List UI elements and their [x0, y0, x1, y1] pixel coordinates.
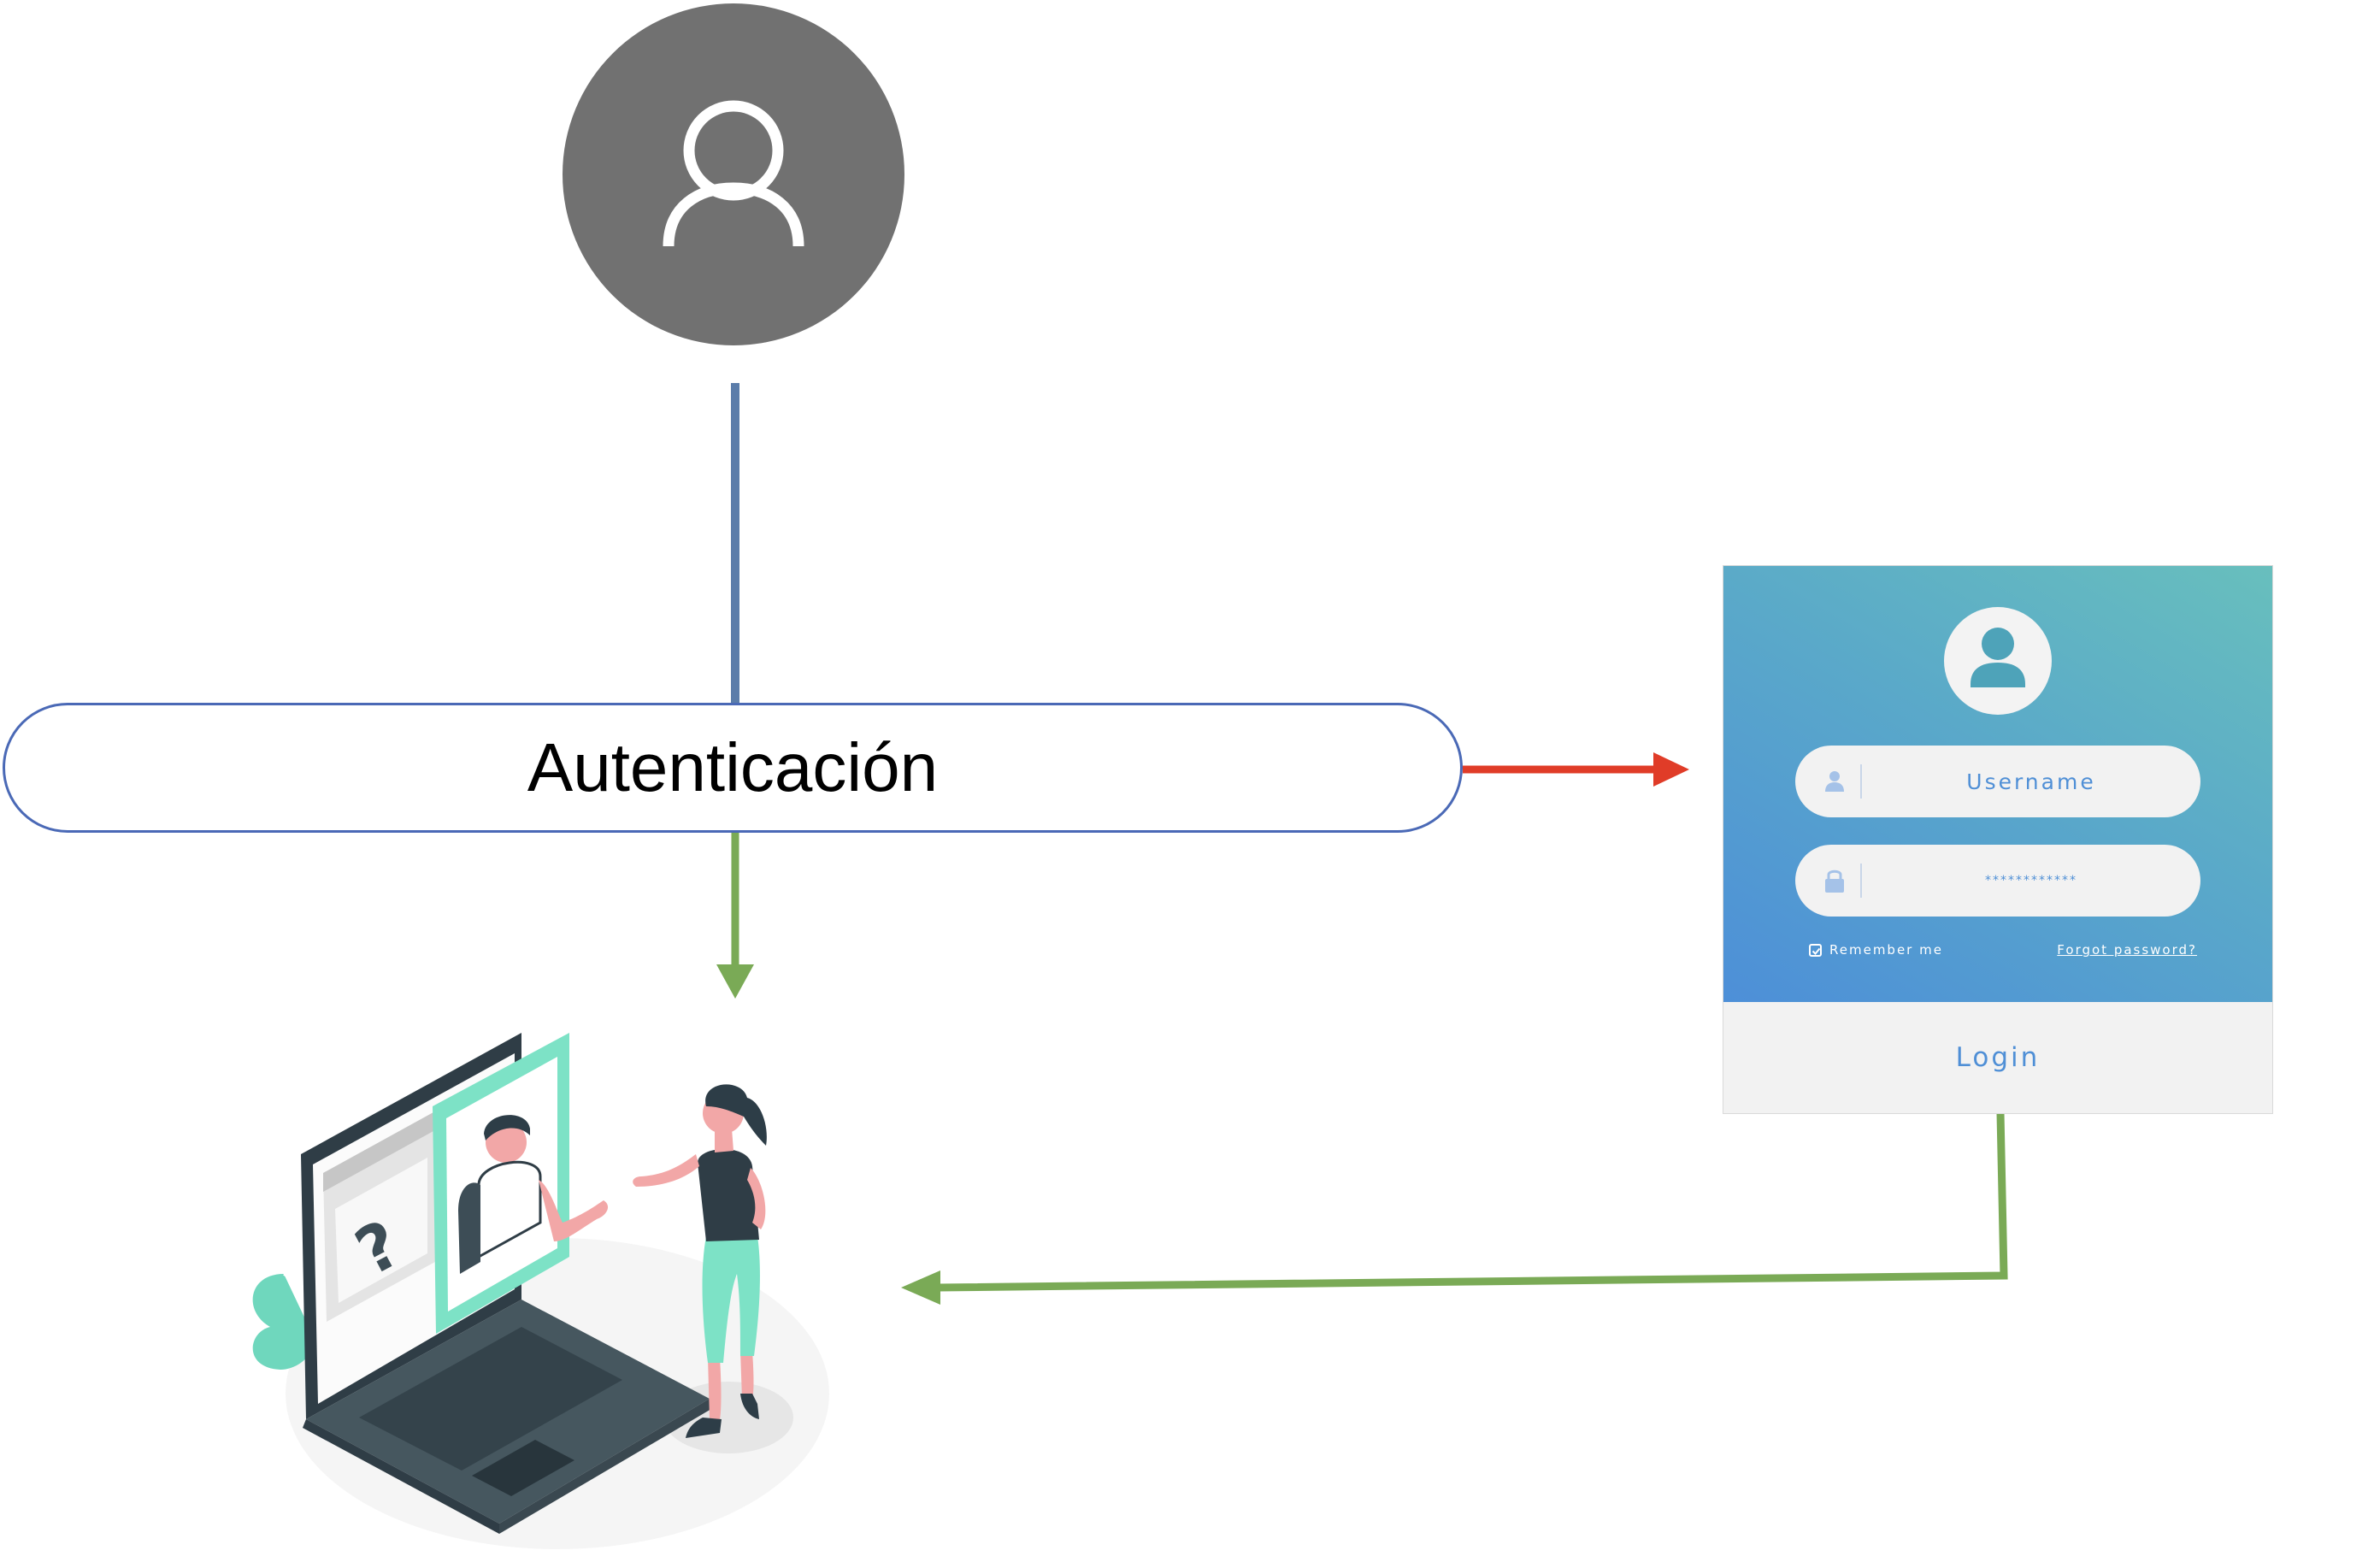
login-button[interactable]: Login — [1723, 1002, 2272, 1113]
woman-user — [633, 1084, 767, 1438]
laptop-screen: ? — [301, 1033, 609, 1419]
support-agent — [458, 1115, 609, 1274]
checkbox-icon — [1809, 943, 1822, 957]
support-video-call-illustration: ? — [252, 1033, 829, 1549]
remember-me-checkbox[interactable]: Remember me — [1809, 942, 1943, 958]
username-placeholder: Username — [1966, 769, 2096, 794]
lock-icon — [1825, 869, 1844, 893]
auth-to-login-arrowhead — [1653, 752, 1689, 787]
auth-to-access-arrowhead — [716, 964, 754, 999]
user-icon — [1825, 771, 1844, 792]
login-to-access-arrowhead — [901, 1270, 940, 1305]
field-divider — [1860, 864, 1862, 898]
username-field[interactable]: Username — [1795, 746, 2200, 817]
field-divider — [1860, 764, 1862, 799]
laptop-keyboard — [303, 1300, 711, 1534]
forgot-password-link[interactable]: Forgot password? — [2057, 942, 2197, 958]
password-field[interactable]: ************ — [1795, 845, 2200, 917]
login-to-access-arrow-line — [936, 1112, 2008, 1292]
authentication-label: Autenticación — [527, 729, 939, 805]
password-value: ************ — [1985, 874, 2077, 887]
remember-me-label: Remember me — [1829, 942, 1943, 958]
user-actor — [563, 3, 904, 345]
login-button-label: Login — [1955, 1042, 2041, 1073]
user-avatar-icon — [1971, 628, 2025, 687]
login-form: Username ************ Remember me Forgot… — [1723, 566, 2272, 1113]
user-icon — [663, 100, 804, 247]
login-form-header: Username ************ Remember me Forgot… — [1723, 566, 2272, 1002]
login-avatar — [1944, 607, 2052, 715]
authentication-process: Autenticación — [3, 703, 1463, 833]
